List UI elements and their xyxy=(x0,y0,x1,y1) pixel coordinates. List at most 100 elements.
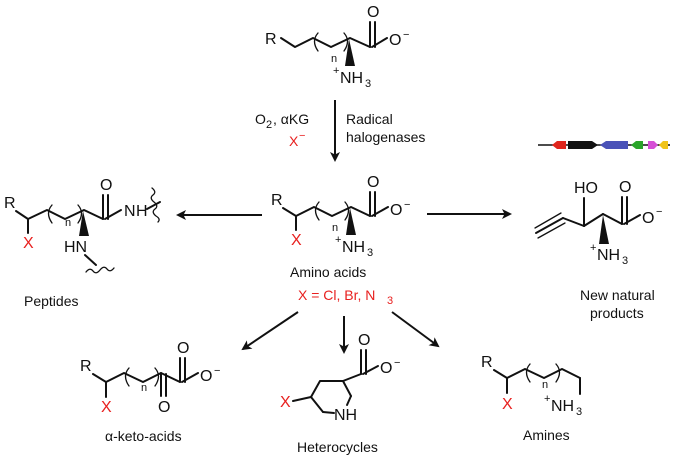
carboxylate-bond xyxy=(371,206,389,217)
carboxylate-bond xyxy=(181,372,199,383)
wedge-bond xyxy=(346,208,356,235)
wedge-bond xyxy=(345,39,355,66)
carboxyl-chain xyxy=(342,373,362,382)
carboxylate-oxygen: O xyxy=(390,202,402,219)
halogen-x: X xyxy=(101,399,112,416)
carboxylate-charge: − xyxy=(656,206,662,218)
arrow-to-keto-acids xyxy=(241,311,299,351)
carbonyl-oxygen: O xyxy=(100,177,112,194)
amide-continuation xyxy=(146,201,161,210)
gene-cluster xyxy=(538,141,670,149)
chain-bonds xyxy=(15,209,104,220)
amide-hydrogen: H xyxy=(136,203,148,220)
oxygen-reagent: O xyxy=(255,111,266,127)
chain-bonds xyxy=(280,37,371,48)
carbonyl-oxygen: O xyxy=(358,332,370,349)
carboxylate-bond xyxy=(623,214,641,225)
carboxylate-charge: − xyxy=(404,199,410,211)
ammonium-label: NH xyxy=(597,247,620,264)
repeat-bracket xyxy=(314,201,350,221)
carbonyl-oxygen: O xyxy=(367,174,379,191)
natural-products-label-2: products xyxy=(590,305,644,321)
halogen-x: X xyxy=(23,235,34,252)
carboxylate-bond xyxy=(362,365,379,375)
ammonium-subscript: 3 xyxy=(367,247,373,259)
r-group-label: R xyxy=(265,31,277,48)
repeat-n-label: n xyxy=(331,53,337,65)
halogen-x: X xyxy=(291,232,302,249)
carboxylate-charge: − xyxy=(394,357,400,369)
substituent-subscript: 3 xyxy=(387,295,393,307)
wedge-bond xyxy=(599,215,609,244)
carboxylate-charge: − xyxy=(214,365,220,377)
ammonium-label: NH xyxy=(342,239,365,256)
amino-acids-label: Amino acids xyxy=(290,264,366,280)
oxygen-subscript: 2 xyxy=(266,119,272,131)
r-group-label: R xyxy=(80,358,92,375)
halide-charge: − xyxy=(299,130,305,142)
ammonium-label: NH xyxy=(340,70,363,87)
ammonium-subscript: 3 xyxy=(365,78,371,90)
n-terminal-amine: HN xyxy=(64,239,87,256)
halogen-x: X xyxy=(280,394,291,411)
halogen-x: X xyxy=(502,396,513,413)
reagents: O 2 , αKG X − Radical halogenases xyxy=(255,111,425,149)
n-term-bond xyxy=(84,254,97,266)
carboxylate-charge: − xyxy=(403,29,409,41)
gene-arrow-black xyxy=(568,141,598,149)
repeat-n-label: n xyxy=(332,222,338,234)
gene-arrow-blue xyxy=(600,141,628,149)
triple-bond-3 xyxy=(537,222,566,239)
repeat-n-label: n xyxy=(65,217,71,229)
carboxylate-bond xyxy=(371,37,388,48)
natural-products-label-1: New natural xyxy=(580,287,655,303)
chain-bonds xyxy=(493,368,581,379)
keto-acid-structure: R X n O O O − xyxy=(80,340,220,416)
carbonyl-oxygen: O xyxy=(177,340,189,357)
peptide-structure: R X n O N H HN xyxy=(4,177,161,274)
ammonium-charge: + xyxy=(544,393,550,405)
gene-arrow-yellow xyxy=(659,141,668,149)
ammonium-label: NH xyxy=(551,398,574,415)
carbonyl-oxygen: O xyxy=(619,179,631,196)
gene-arrow-red xyxy=(552,141,566,149)
chain-bonds xyxy=(92,372,162,383)
ammonium-charge: + xyxy=(333,65,339,77)
amide-nitrogen: N xyxy=(124,203,136,220)
alpha-bond xyxy=(602,213,623,225)
hydroxyl-label: HO xyxy=(574,180,598,197)
repeat-n-label: n xyxy=(141,382,147,394)
squiggle-c-term xyxy=(150,187,160,223)
chain-bonds xyxy=(282,206,371,217)
ring-bond-n-right xyxy=(346,395,352,406)
ammonium-subscript: 3 xyxy=(576,406,582,418)
enzyme-label-line1: Radical xyxy=(346,111,393,127)
halide-reagent: X xyxy=(289,133,299,149)
triple-bond-1 xyxy=(535,217,564,234)
natural-product-structure: HO O O − + NH 3 xyxy=(534,179,662,267)
substituent-definition: X = Cl, Br, N xyxy=(298,287,375,303)
keto-oxygen: O xyxy=(158,399,170,416)
ammonium-charge: + xyxy=(590,242,596,254)
r-group-label: R xyxy=(4,195,16,212)
carbinol-bond xyxy=(583,213,604,227)
keto-acids-label: α-keto-acids xyxy=(105,428,182,444)
amine-structure: R X n + NH 3 xyxy=(481,354,582,418)
repeat-bracket xyxy=(124,367,160,387)
carboxylate-oxygen: O xyxy=(200,368,212,385)
arrow-to-amines xyxy=(391,311,440,348)
ring-bonds xyxy=(310,380,352,398)
squiggle-n-term xyxy=(85,266,115,274)
gene-arrow-green xyxy=(631,141,643,149)
r-group-label: R xyxy=(271,192,283,209)
amines-label: Amines xyxy=(523,427,570,443)
ammonium-charge: + xyxy=(335,234,341,246)
enzyme-label-line2: halogenases xyxy=(346,129,425,145)
repeat-bracket xyxy=(525,363,561,383)
r-group-label: R xyxy=(481,354,493,371)
ammonium-subscript: 3 xyxy=(622,255,628,267)
starting-amino-acid: R n O O − + NH 3 xyxy=(265,4,409,90)
carboxylate-oxygen: O xyxy=(389,32,401,49)
carboxylate-oxygen: O xyxy=(642,210,654,227)
